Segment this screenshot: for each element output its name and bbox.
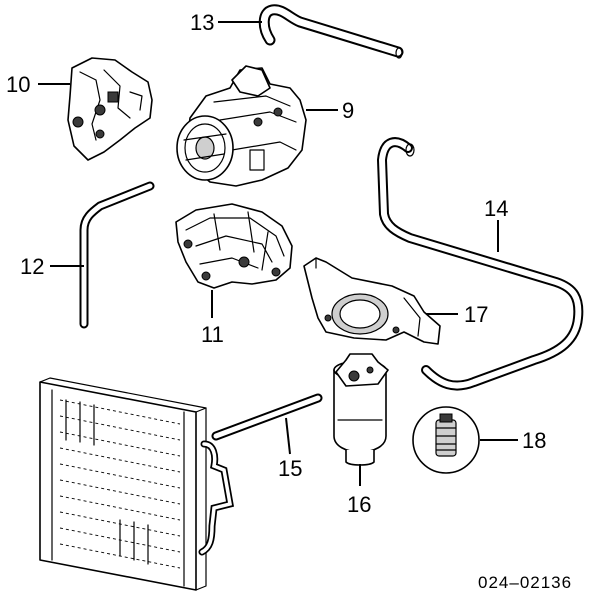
callout-18: 18 bbox=[522, 428, 546, 453]
callout-11: 11 bbox=[201, 322, 224, 347]
diagram-code: 024–02136 bbox=[478, 573, 572, 592]
callout-17: 17 bbox=[464, 302, 488, 327]
part-12-pipe bbox=[79, 181, 155, 329]
callout-12: 12 bbox=[20, 254, 44, 279]
part-9-compressor bbox=[176, 65, 307, 187]
part-11-mounting-bracket bbox=[175, 203, 293, 289]
callout-10: 10 bbox=[6, 72, 30, 97]
callout-16: 16 bbox=[347, 492, 371, 517]
part-17-bracket bbox=[303, 257, 441, 345]
leader-15 bbox=[285, 417, 291, 455]
callout-13: 13 bbox=[190, 10, 214, 35]
condenser bbox=[39, 377, 235, 591]
callout-14: 14 bbox=[484, 196, 508, 221]
callout-15: 15 bbox=[278, 456, 302, 481]
callout-9: 9 bbox=[342, 98, 354, 123]
part-10-bracket bbox=[67, 57, 153, 161]
part-14-hose bbox=[377, 137, 584, 391]
part-13-hose bbox=[258, 4, 404, 59]
part-16-receiver-drier bbox=[333, 353, 389, 466]
part-18-valve bbox=[412, 406, 480, 474]
part-15-pipe bbox=[211, 393, 323, 441]
